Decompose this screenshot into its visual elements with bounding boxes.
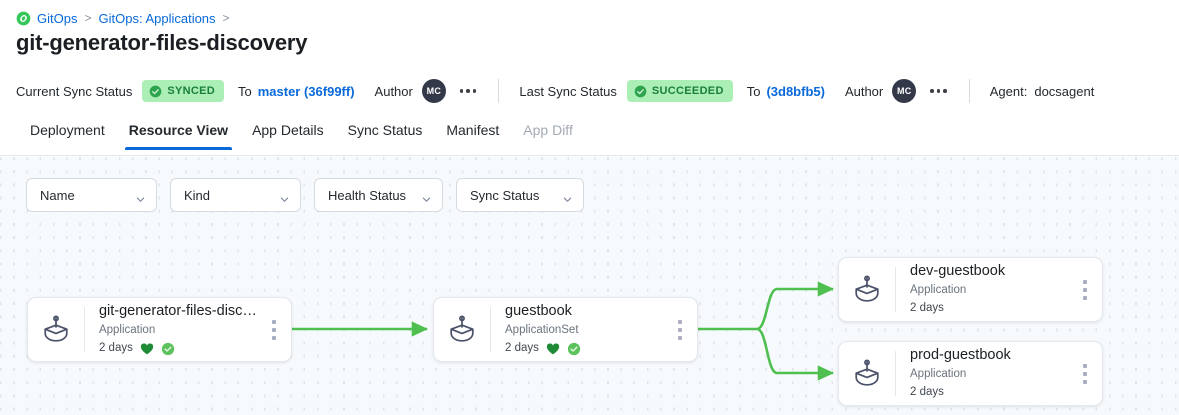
node-age: 2 days <box>910 302 944 314</box>
tab-manifest[interactable]: Manifest <box>446 122 500 138</box>
node-meta: 2 days <box>910 384 1068 401</box>
node-menu-icon[interactable] <box>1074 279 1096 300</box>
last-sync-status-text: SUCCEEDED <box>651 85 724 97</box>
current-sync-status-text: SYNCED <box>167 85 215 97</box>
check-circle-icon-2 <box>634 85 647 98</box>
tab-resource-view[interactable]: Resource View <box>117 116 240 150</box>
current-to-label: To <box>237 83 252 99</box>
check-circle-icon <box>149 85 162 98</box>
argo-applicationset-icon <box>434 314 490 345</box>
page-title: git-generator-files-discovery <box>16 30 308 55</box>
node-body: dev-guestbook Application 2 days <box>896 262 1074 317</box>
filter-health-status-dropdown[interactable]: Health Status <box>314 178 443 212</box>
resource-graph-canvas[interactable]: Name Kind Health Status Sync Status <box>0 157 1179 415</box>
agent-label: Agent: <box>989 83 1028 99</box>
node-menu-icon[interactable] <box>1074 363 1096 384</box>
last-author-label: Author <box>844 83 884 99</box>
node-age: 2 days <box>98 342 133 354</box>
chevron-down-icon-3 <box>422 191 431 202</box>
graph-node-guestbook[interactable]: guestbook ApplicationSet 2 days <box>433 297 698 362</box>
node-body: git-generator-files-disco... Application… <box>85 302 263 357</box>
last-sync-status-badge: SUCCEEDED <box>626 80 733 102</box>
synced-check-icon <box>161 342 175 356</box>
last-author-avatar[interactable]: MC <box>892 79 917 103</box>
status-divider-1 <box>498 79 500 103</box>
node-age: 2 days <box>910 386 944 398</box>
filter-bar: Name Kind Health Status Sync Status <box>26 178 584 212</box>
current-sync-status-badge: SYNCED <box>142 80 224 102</box>
node-menu-icon[interactable] <box>263 319 285 340</box>
node-divider <box>895 351 896 396</box>
filter-sync-status-label: Sync Status <box>470 187 540 203</box>
tab-deployment[interactable]: Deployment <box>30 122 105 138</box>
tab-app-diff: App Diff <box>523 122 573 138</box>
filter-name-dropdown[interactable]: Name <box>26 178 157 212</box>
node-kind: Application <box>910 284 967 296</box>
breadcrumb-separator: > <box>84 11 92 25</box>
node-divider <box>895 267 896 312</box>
breadcrumb: GitOps > GitOps: Applications > <box>16 8 231 28</box>
chevron-down-icon-4 <box>563 191 572 202</box>
node-divider <box>490 307 491 352</box>
filter-name-label: Name <box>40 187 75 203</box>
chevron-down-icon-2 <box>280 191 289 202</box>
healthy-heart-icon <box>546 342 560 356</box>
chevron-down-icon <box>136 191 145 202</box>
filter-kind-label: Kind <box>184 187 211 203</box>
node-meta: 2 days <box>505 340 663 357</box>
node-age: 2 days <box>505 342 539 354</box>
node-body: prod-guestbook Application 2 days <box>896 346 1074 401</box>
filter-sync-status-dropdown[interactable]: Sync Status <box>456 178 584 212</box>
tab-sync-status[interactable]: Sync Status <box>347 122 423 138</box>
current-sync-menu-icon[interactable] <box>458 85 479 97</box>
node-meta: 2 days <box>910 300 1068 317</box>
healthy-heart-icon <box>140 342 154 356</box>
last-sync-status-label: Last Sync Status <box>519 83 617 99</box>
filter-health-status-label: Health Status <box>328 187 407 203</box>
node-kind: Application <box>98 324 156 336</box>
filter-kind-dropdown[interactable]: Kind <box>170 178 301 212</box>
graph-node-dev-guestbook[interactable]: dev-guestbook Application 2 days <box>838 257 1103 322</box>
node-meta: 2 days <box>99 340 257 357</box>
node-kind: ApplicationSet <box>505 324 579 336</box>
breadcrumb-separator-2: > <box>222 11 230 25</box>
current-author-avatar[interactable]: MC <box>421 79 446 103</box>
argo-application-icon <box>28 314 84 345</box>
tab-bar: Deployment Resource View App Details Syn… <box>0 116 1179 156</box>
last-to-label: To <box>746 83 761 99</box>
current-revision-link[interactable]: master (36f99ff) <box>257 83 355 99</box>
argo-application-icon <box>839 358 895 389</box>
graph-node-git-generator-files-discovery[interactable]: git-generator-files-disco... Application… <box>27 297 292 362</box>
breadcrumb-item-gitops-applications[interactable]: GitOps: Applications <box>98 10 216 26</box>
node-kind: Application <box>910 368 967 380</box>
synced-check-icon <box>567 342 581 356</box>
argo-application-icon <box>839 274 895 305</box>
node-body: guestbook ApplicationSet 2 days <box>491 302 669 357</box>
agent-value: docsagent <box>1034 83 1095 99</box>
status-bar: Current Sync Status SYNCED To master (36… <box>0 70 1179 112</box>
current-sync-status-label: Current Sync Status <box>16 83 133 99</box>
node-title: git-generator-files-disco... <box>98 303 257 319</box>
current-author-label: Author <box>374 83 413 99</box>
node-title: dev-guestbook <box>910 263 1006 279</box>
tab-app-details[interactable]: App Details <box>252 122 324 138</box>
node-title: prod-guestbook <box>910 347 1011 363</box>
graph-node-prod-guestbook[interactable]: prod-guestbook Application 2 days <box>838 341 1103 406</box>
node-menu-icon[interactable] <box>669 319 691 340</box>
node-title: guestbook <box>505 303 572 319</box>
last-revision-link[interactable]: (3d8bfb5) <box>766 83 825 99</box>
last-sync-menu-icon[interactable] <box>928 85 949 97</box>
node-divider <box>84 307 85 352</box>
breadcrumb-item-gitops[interactable]: GitOps <box>37 10 78 26</box>
gitops-circle-link-icon <box>16 11 31 26</box>
status-divider-2 <box>968 79 970 103</box>
